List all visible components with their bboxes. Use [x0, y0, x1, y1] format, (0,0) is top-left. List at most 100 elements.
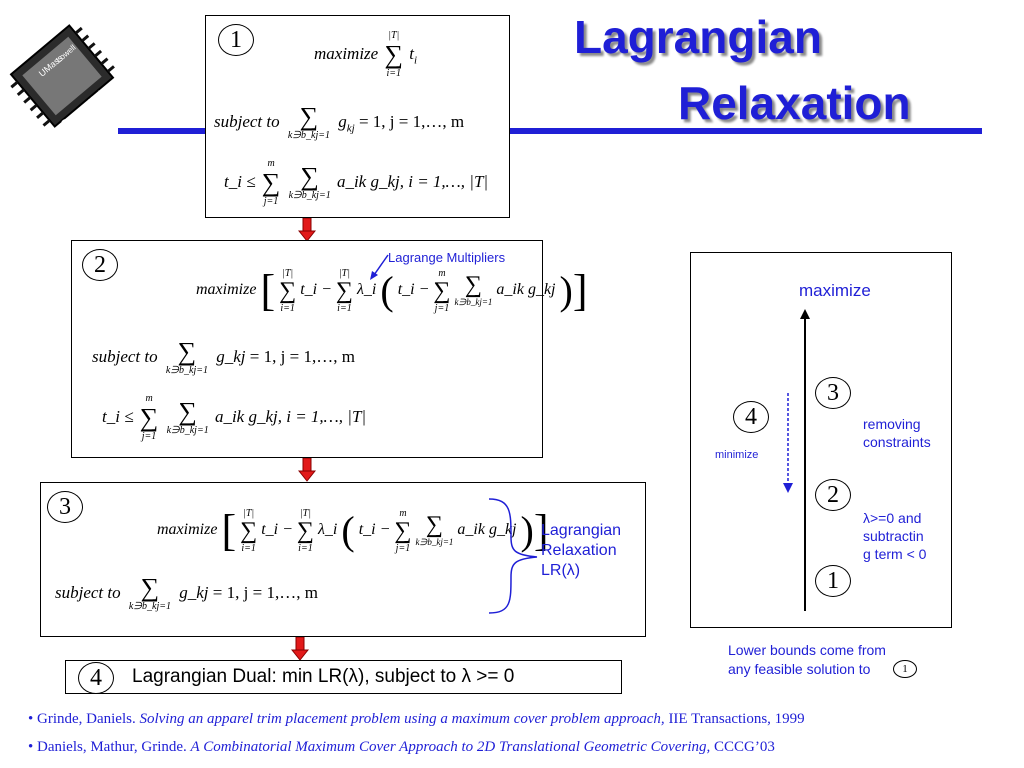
- step2-box: 2 Lagrange Multipliers maximize [ |T| ∑ …: [71, 240, 587, 458]
- step4-box: 4 Lagrangian Dual: min LR(λ), subject to…: [65, 660, 622, 694]
- step3-constraint1: subject to ∑ k∋b_kj=1 g_kj = 1, j = 1,…,…: [55, 573, 318, 613]
- step1-c2-sum2-bot: k∋b_kj=1: [288, 190, 331, 201]
- diagram-badge-2: 2: [815, 479, 851, 511]
- step3-sum2-top: |T|: [299, 507, 311, 519]
- step1-c1-sum-bot: k∋b_kj=1: [287, 130, 331, 141]
- step2-sum2-bot: i=1: [337, 302, 352, 314]
- step2-sum3-top: m: [438, 267, 446, 279]
- lambda-line1: λ>=0 and: [863, 510, 922, 526]
- step2-c1-sum-bot: k∋b_kj=1: [165, 365, 209, 376]
- lambda-line3: g term < 0: [863, 546, 927, 562]
- maximize-arrow: [800, 309, 810, 611]
- step2-c2-expr: a_ik g_kj, i = 1,…, |T|: [214, 406, 367, 426]
- step1-obj-prefix: maximize: [314, 43, 379, 63]
- step1-constraint2: t_i ≤ m ∑ j=1 ∑ k∋b_kj=1 a_ik g_kj, i = …: [224, 158, 489, 207]
- step2-sum4-bot: k∋b_kj=1: [454, 297, 493, 307]
- diagram-badge-4: 4: [733, 401, 769, 433]
- step3-box: 3 maximize [ |T| ∑ i=1 t_i − |T| ∑ i=1 λ…: [40, 482, 646, 637]
- reference-2-venue: CCCG’03: [710, 739, 775, 755]
- red-down-arrow-3: [291, 637, 309, 661]
- slide-title-line1: Lagrangian: [574, 11, 822, 63]
- step2-objective: maximize [ |T| ∑ i=1 t_i − |T| ∑ i=1 λ_i…: [196, 266, 588, 315]
- step1-box: 1 maximize |T| ∑ i=1 ti subject to ∑ k∋b…: [205, 15, 510, 218]
- lr-label-line1: Lagrangian: [541, 522, 622, 539]
- step2-constraint2: t_i ≤ m ∑ j=1 ∑ k∋b_kj=1 a_ik g_kj, i = …: [102, 393, 367, 442]
- title-underline-bar: [118, 128, 982, 134]
- umass-lowell-logo: UMass Lowell Computer Science: [6, 20, 123, 132]
- step3-obj-prefix: maximize: [157, 521, 218, 539]
- step1-c1-label: subject to: [214, 111, 280, 131]
- lr-label-line3: LR(λ): [541, 562, 581, 579]
- step3-c1-sum-bot: k∋b_kj=1: [128, 601, 172, 612]
- step3-c1-expr: g_kj: [179, 582, 209, 602]
- slide-title-line2: Relaxation: [678, 77, 911, 129]
- step2-sum1-top: |T|: [282, 267, 294, 279]
- reference-1-title: Solving an apparel trim placement proble…: [139, 711, 665, 727]
- red-down-arrow-1: [298, 218, 316, 242]
- step2-sum3-bot: j=1: [434, 302, 450, 314]
- step1-sum-bot: i=1: [386, 68, 401, 79]
- lower-bounds-note: Lower bounds come from any feasible solu…: [728, 641, 886, 679]
- step2-badge: 2: [82, 249, 118, 281]
- step2-expr-a: t_i −: [300, 281, 332, 299]
- removing-line1: removing: [863, 416, 921, 432]
- note-badge: 1: [893, 660, 917, 678]
- step2-c2-sum1-bot: j=1: [141, 431, 157, 442]
- note-line1: Lower bounds come from: [728, 642, 886, 658]
- step3-sum2-bot: i=1: [298, 542, 313, 554]
- bounds-diagram-box: maximize minimize 3 4 2 1 removing const…: [690, 252, 952, 628]
- diagram-badge-1: 1: [815, 565, 851, 597]
- step3-sum1-top: |T|: [243, 507, 255, 519]
- step3-objective: maximize [ |T| ∑ i=1 t_i − |T| ∑ i=1 λ_i…: [157, 506, 549, 555]
- step2-constraint1: subject to ∑ k∋b_kj=1 g_kj = 1, j = 1,…,…: [92, 337, 355, 377]
- lambda-condition-label: λ>=0 and subtractin g term < 0: [863, 509, 926, 563]
- step1-obj-var: t: [409, 43, 414, 63]
- red-down-arrow-2: [298, 458, 316, 482]
- minimize-label: minimize: [715, 449, 759, 461]
- reference-1-authors: • Grinde, Daniels.: [28, 711, 140, 727]
- lagrange-multipliers-annotation: Lagrange Multipliers: [388, 250, 506, 265]
- step4-badge: 4: [78, 662, 114, 694]
- step2-expr-b: λ_i: [357, 281, 377, 299]
- step2-c2-lhs: t_i ≤: [102, 406, 134, 426]
- removing-line2: constraints: [863, 434, 931, 450]
- reference-2: • Daniels, Mathur, Grinde. A Combinatori…: [28, 739, 775, 756]
- step2-c1-expr: g_kj: [216, 346, 246, 366]
- note-line2: any feasible solution to: [728, 661, 871, 677]
- maximize-label: maximize: [799, 281, 871, 300]
- step2-sum2-top: |T|: [338, 267, 350, 279]
- step1-c2-expr: a_ik g_kj, i = 1,…, |T|: [336, 171, 489, 191]
- step2-c1-label: subject to: [92, 346, 158, 366]
- step3-expr-b: λ_i: [318, 521, 338, 539]
- step3-expr-a: t_i −: [261, 521, 293, 539]
- reference-2-title: A Combinatorial Maximum Cover Approach t…: [190, 739, 711, 755]
- step3-sum1-bot: i=1: [241, 542, 256, 554]
- minimize-arrow: [783, 393, 793, 493]
- lr-label: Lagrangian Relaxation LR(λ): [541, 521, 621, 581]
- step1-c1-rhs: = 1, j = 1,…, m: [358, 111, 465, 131]
- step1-c1-sub: kj: [346, 122, 355, 135]
- lambda-line2: subtractin: [863, 528, 924, 544]
- step2-obj-prefix: maximize: [196, 281, 257, 299]
- step2-c1-rhs: = 1, j = 1,…, m: [249, 346, 355, 366]
- step2-c2-sum2-bot: k∋b_kj=1: [166, 425, 209, 436]
- step2-sum1-bot: i=1: [280, 302, 295, 314]
- reference-2-authors: • Daniels, Mathur, Grinde.: [28, 739, 191, 755]
- reference-1: • Grinde, Daniels. Solving an apparel tr…: [28, 711, 805, 728]
- lr-brace: [488, 498, 538, 614]
- step3-expr-d: a_ik g_kj: [457, 521, 517, 539]
- step3-sum3-top: m: [399, 507, 407, 519]
- step1-c2-sum1-bot: j=1: [263, 196, 279, 207]
- lagrangian-dual-text: Lagrangian Dual: min LR(λ), subject to λ…: [132, 666, 515, 687]
- step3-c1-label: subject to: [55, 582, 121, 602]
- annotation-pointer-arrow: [370, 254, 389, 280]
- step2-c2-sum1-top: m: [145, 393, 153, 404]
- step1-c2-lhs: t_i ≤: [224, 171, 256, 191]
- step2-expr-c: t_i −: [397, 281, 430, 299]
- step1-objective: maximize |T| ∑ i=1 ti: [314, 30, 418, 79]
- step1-obj-sub: i: [414, 54, 418, 67]
- step1-c1-expr: g: [338, 111, 347, 131]
- step3-badge: 3: [47, 491, 83, 523]
- step3-c1-rhs: = 1, j = 1,…, m: [212, 582, 318, 602]
- step1-c2-sum1-top: m: [267, 158, 275, 169]
